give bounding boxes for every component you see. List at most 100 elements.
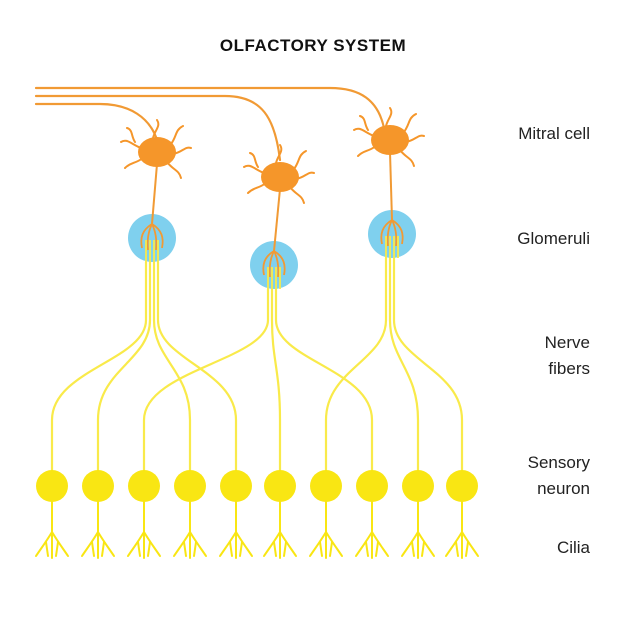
cilium-branch: [137, 541, 141, 557]
label-sensory-line2: neuron: [537, 479, 590, 498]
nerve-fiber-2: [96, 260, 152, 472]
cilium-branch: [101, 541, 105, 557]
mitral-axon-3: [34, 86, 386, 130]
glomerulus-dendrite: [262, 250, 275, 276]
glomerulus-dendrite: [140, 223, 153, 249]
cilium-branch: [45, 541, 49, 557]
mitral-axons: [34, 86, 386, 162]
sensory-neuron-10: [446, 470, 478, 502]
cilium-branch: [401, 531, 419, 557]
cilia-group: [35, 501, 479, 559]
nerve-fibers: [50, 256, 464, 472]
mitral-process: [120, 139, 142, 149]
nerve-fiber-6: [270, 287, 282, 472]
mitral-cells: [120, 107, 425, 252]
cilium-branch: [127, 531, 145, 557]
cilium-branch: [273, 541, 277, 557]
label-cilia: Cilia: [556, 538, 590, 557]
cilium-branch: [417, 531, 435, 557]
mitral-process: [289, 186, 305, 204]
glomeruli-group: [128, 210, 416, 289]
sensory-neuron-2: [82, 470, 114, 502]
glomerulus-3: [368, 210, 416, 258]
nerve-fiber-4: [152, 260, 192, 472]
nerve-fiber-10: [392, 256, 464, 472]
cilia-7: [309, 501, 343, 559]
mitral-cell-1: [120, 119, 192, 225]
mitral-process: [152, 119, 160, 139]
cilium-branch: [371, 531, 389, 557]
cilium-branch: [51, 531, 69, 557]
mitral-process: [170, 125, 184, 145]
mitral-process: [353, 127, 375, 137]
mitral-process: [293, 150, 307, 170]
glomerulus-1: [128, 214, 176, 262]
sensory-neuron-7: [310, 470, 342, 502]
cilia-1: [35, 501, 69, 559]
mitral-cell-2: [243, 144, 315, 252]
cilium-branch: [147, 541, 151, 557]
sensory-neuron-9: [402, 470, 434, 502]
cilia-4: [173, 501, 207, 559]
cilia-5: [219, 501, 253, 559]
cilia-6: [263, 501, 297, 559]
cilium-branch: [319, 541, 323, 557]
glomerulus-dendrite: [380, 219, 393, 245]
cilium-branch: [461, 531, 479, 557]
sensory-neuron-4: [174, 470, 206, 502]
mitral-axon-1: [34, 102, 159, 142]
cilium-branch: [365, 541, 369, 557]
mitral-process: [385, 107, 393, 127]
label-nerve-line1: Nerve: [544, 333, 590, 352]
cilium-branch: [35, 531, 53, 557]
label-glomeruli: Glomeruli: [517, 229, 590, 248]
mitral-process: [399, 149, 415, 167]
mitral-process: [357, 145, 377, 157]
cilia-3: [127, 501, 161, 559]
label-nerve-line2: fibers: [548, 359, 590, 378]
mitral-process: [166, 161, 182, 179]
cilium-branch: [445, 531, 463, 557]
sensory-neuron-1: [36, 470, 68, 502]
label-sensory-neuron: Sensory neuron: [470, 450, 590, 502]
cilium-branch: [193, 541, 197, 557]
glomerulus-dendrite: [273, 250, 286, 276]
mitral-process: [249, 152, 259, 168]
nerve-fiber-5: [156, 260, 238, 472]
mitral-process: [403, 113, 417, 133]
mitral-body: [261, 162, 299, 192]
diagram-title: OLFACTORY SYSTEM: [219, 36, 407, 55]
cilium-branch: [263, 531, 281, 557]
cilium-branch: [283, 541, 287, 557]
sensory-neuron-6: [264, 470, 296, 502]
label-nerve-fibers: Nerve fibers: [470, 330, 590, 382]
cilia-2: [81, 501, 115, 559]
mitral-dendrite: [151, 163, 158, 225]
cilium-branch: [219, 531, 237, 557]
sensory-neuron-5: [220, 470, 252, 502]
glomerulus-dendrite: [268, 250, 275, 278]
mitral-process: [359, 115, 369, 131]
cilium-branch: [375, 541, 379, 557]
glomerulus-dendrite: [391, 219, 404, 245]
cilium-branch: [329, 541, 333, 557]
nerve-fiber-1: [50, 260, 148, 472]
cilium-branch: [91, 541, 95, 557]
mitral-cell-3: [353, 107, 425, 221]
mitral-dendrite: [389, 151, 393, 221]
mitral-axon-2: [34, 94, 282, 162]
cilium-branch: [309, 531, 327, 557]
glomerulus-dendrite: [151, 223, 164, 249]
label-mitral-cell: Mitral cell: [518, 124, 590, 143]
sensory-neuron-8: [356, 470, 388, 502]
cilium-branch: [229, 541, 233, 557]
cilium-branch: [455, 541, 459, 557]
cilium-branch: [239, 541, 243, 557]
cilium-branch: [143, 531, 161, 557]
cilium-branch: [235, 531, 253, 557]
cilium-branch: [411, 541, 415, 557]
sensory-neuron-3: [128, 470, 160, 502]
mitral-process: [124, 157, 144, 169]
mitral-process: [126, 127, 136, 143]
